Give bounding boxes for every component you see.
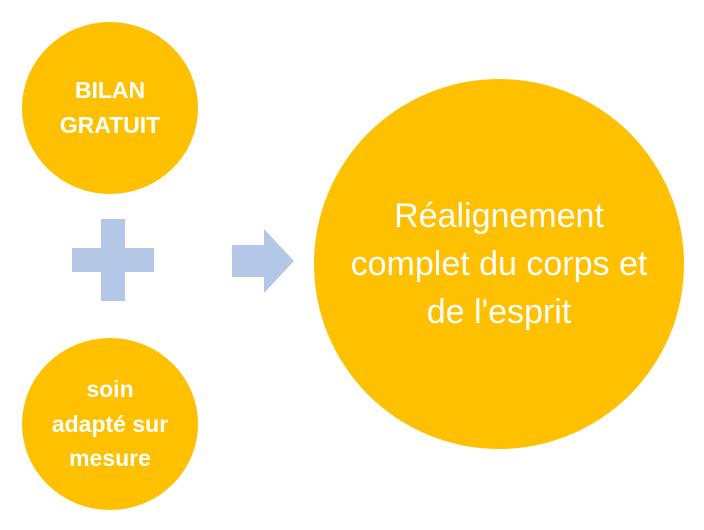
soin-adapte-label: soin adapté sur mesure — [51, 375, 169, 472]
bilan-gratuit-circle: BILAN GRATUIT — [22, 22, 198, 194]
soin-adapte-circle: soin adapté sur mesure — [22, 338, 198, 510]
plus-icon — [72, 219, 154, 301]
bilan-gratuit-label: BILAN GRATUIT — [59, 77, 161, 138]
arrow-right-icon — [232, 229, 294, 293]
realignement-circle: Réalignement complet du corps et de l'es… — [314, 79, 684, 449]
realignement-label: Réalignement complet du corps et de l'es… — [350, 196, 648, 332]
